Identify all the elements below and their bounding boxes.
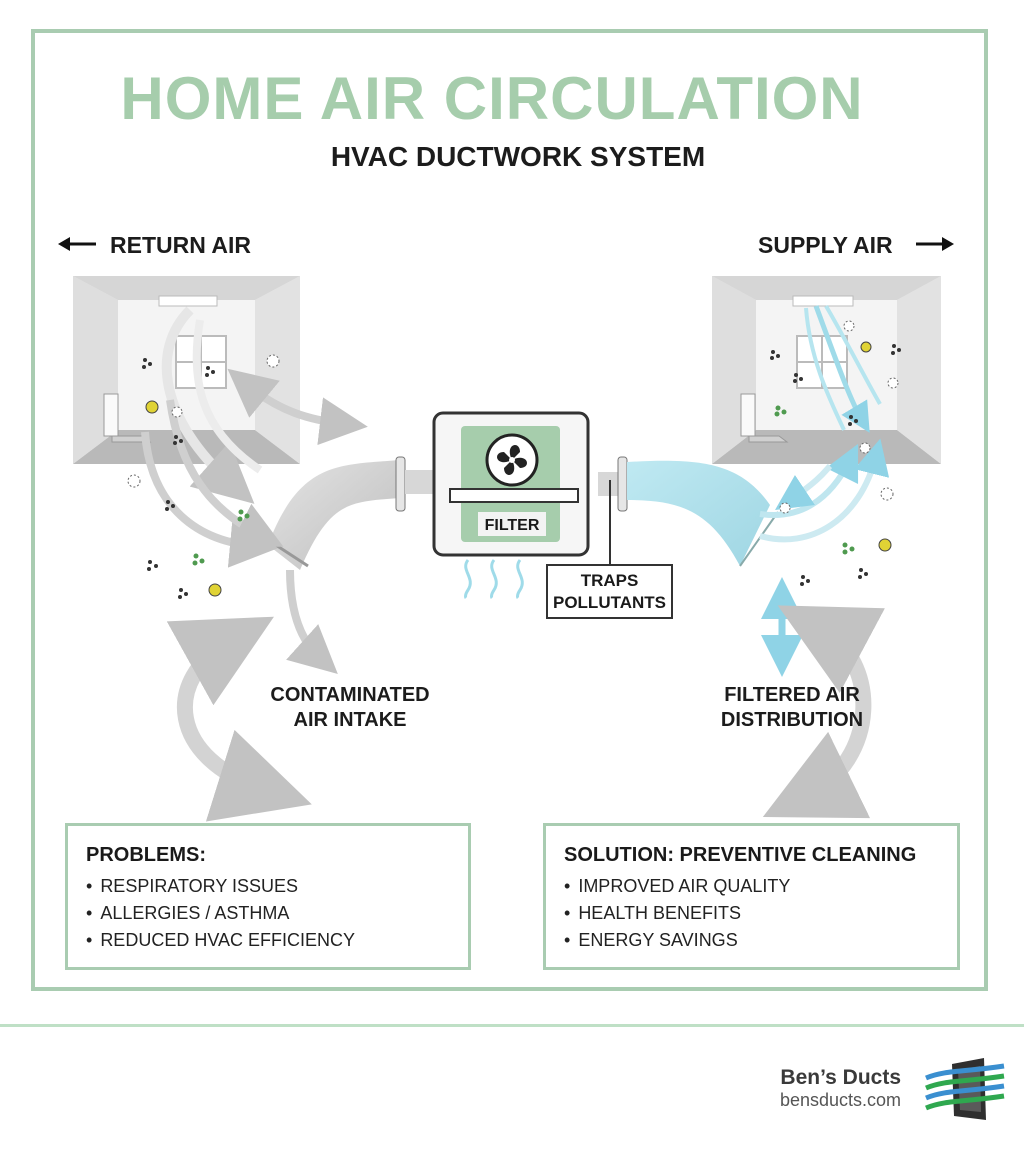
brand-url[interactable]: bensducts.com (779, 1090, 901, 1110)
filter-label: FILTER (485, 517, 540, 534)
air-handler-unit: FILTER (432, 411, 611, 566)
supply-air-label: SUPPLY AIR (758, 232, 893, 258)
solution-heading: SOLUTION: PREVENTIVE CLEANING (564, 844, 917, 866)
supply-flow-arrows (759, 438, 890, 819)
return-duct (261, 456, 435, 570)
solution-item: IMPROVED AIR QUALITY (564, 873, 939, 900)
page-subtitle: HVAC DUCTWORK SYSTEM (330, 141, 706, 172)
supply-duct (598, 456, 779, 567)
distribution-line-1: FILTERED AIR (724, 684, 860, 706)
problems-heading: PROBLEMS: (86, 844, 206, 866)
page-title: HOME AIR CIRCULATION (120, 65, 864, 132)
supply-room (712, 276, 941, 464)
intake-line-1: CONTAMINATED (270, 684, 430, 706)
problem-item: ALLERGIES / ASTHMA (86, 900, 450, 927)
fan-icon (485, 433, 539, 487)
problem-item: RESPIRATORY ISSUES (86, 873, 450, 900)
footer-divider (0, 1024, 1024, 1027)
problems-box: PROBLEMS: RESPIRATORY ISSUES ALLERGIES /… (65, 823, 471, 970)
callout-line-2: POLLUTANTS (552, 593, 666, 612)
return-air-label: RETURN AIR (110, 232, 251, 258)
problem-item: REDUCED HVAC EFFICIENCY (86, 927, 450, 954)
arrow-right-icon (916, 237, 954, 251)
solution-item: HEALTH BENEFITS (564, 900, 939, 927)
contaminated-intake-label: CONTAMINATED AIR INTAKE (262, 683, 438, 733)
solution-box: SOLUTION: PREVENTIVE CLEANING IMPROVED A… (543, 823, 960, 970)
traps-pollutants-callout: TRAPS POLLUTANTS (546, 564, 673, 619)
return-flow-arrows (141, 368, 368, 822)
diagram-frame (31, 29, 988, 991)
solution-item: ENERGY SAVINGS (564, 927, 939, 954)
distribution-line-2: DISTRIBUTION (720, 709, 864, 731)
pollutant-particles (127, 320, 901, 599)
intake-line-2: AIR INTAKE (293, 709, 407, 731)
airflow-waves (464, 559, 524, 600)
arrow-left-icon (58, 237, 96, 251)
filtered-distribution-label: FILTERED AIR DISTRIBUTION (716, 683, 868, 733)
callout-line-1: TRAPS (580, 571, 639, 590)
vent-logo-icon (925, 1058, 1005, 1120)
problems-list: RESPIRATORY ISSUES ALLERGIES / ASTHMA RE… (86, 873, 450, 954)
solution-list: IMPROVED AIR QUALITY HEALTH BENEFITS ENE… (564, 873, 939, 954)
brand-name: Ben’s Ducts (780, 1066, 901, 1089)
